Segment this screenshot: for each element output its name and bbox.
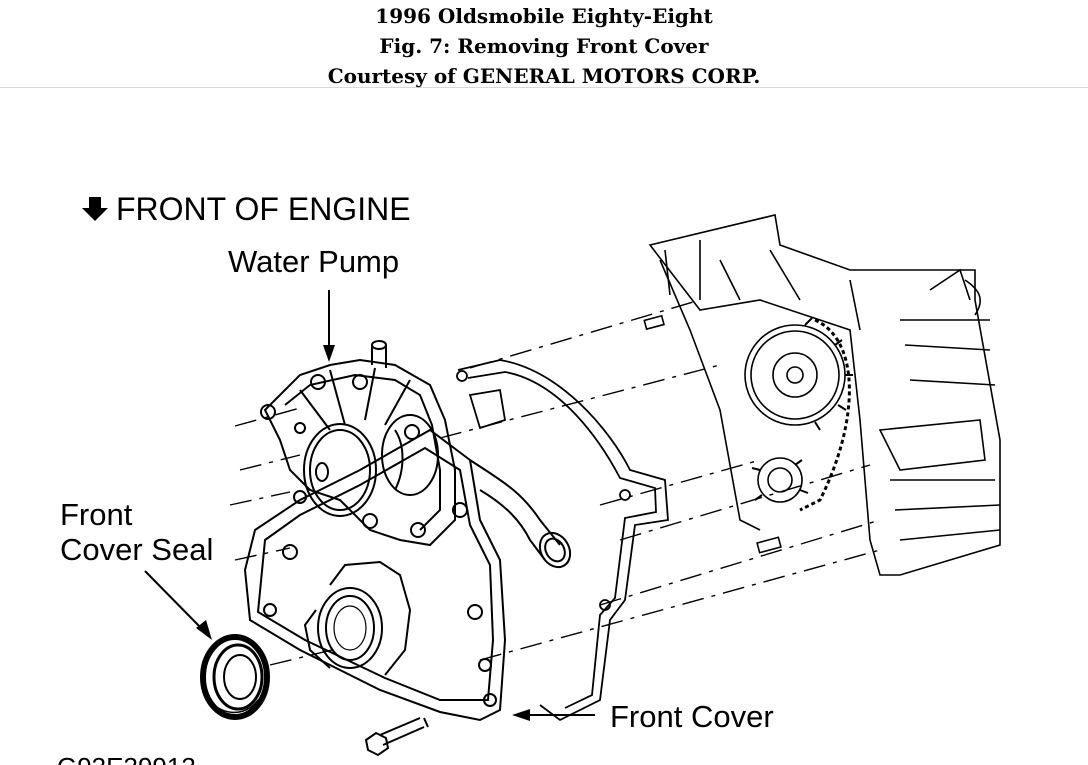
front-cover xyxy=(243,428,572,722)
front-cover-seal-leader xyxy=(144,570,212,640)
front-cover-gasket xyxy=(456,359,669,722)
cover-bolt xyxy=(364,717,429,757)
front-of-engine-label: FRONT OF ENGINE xyxy=(116,191,411,227)
courtesy-line: Courtesy of GENERAL MOTORS CORP. xyxy=(327,64,761,88)
water-pump-leader xyxy=(323,290,335,362)
figure-title: Fig. 7: Removing Front Cover xyxy=(379,34,709,58)
figure-header: 1996 Oldsmobile Eighty-Eight Fig. 7: Rem… xyxy=(0,0,1088,88)
water-pump xyxy=(260,340,468,547)
water-pump-label: Water Pump xyxy=(228,244,399,279)
front-cover-seal xyxy=(200,634,270,720)
engine-block xyxy=(643,214,1001,576)
front-cover-leader xyxy=(512,709,595,721)
front-cover-label: Front Cover xyxy=(610,699,774,734)
vehicle-title: 1996 Oldsmobile Eighty-Eight xyxy=(375,4,713,28)
front-cover-seal-label-line1: Front xyxy=(60,497,133,532)
figure-code: G93E39913 xyxy=(57,752,196,765)
front-cover-seal-label-line2: Cover Seal xyxy=(60,532,213,567)
down-arrow-icon xyxy=(82,197,108,221)
front-cover-diagram: FRONT OF ENGINE xyxy=(57,191,1001,765)
